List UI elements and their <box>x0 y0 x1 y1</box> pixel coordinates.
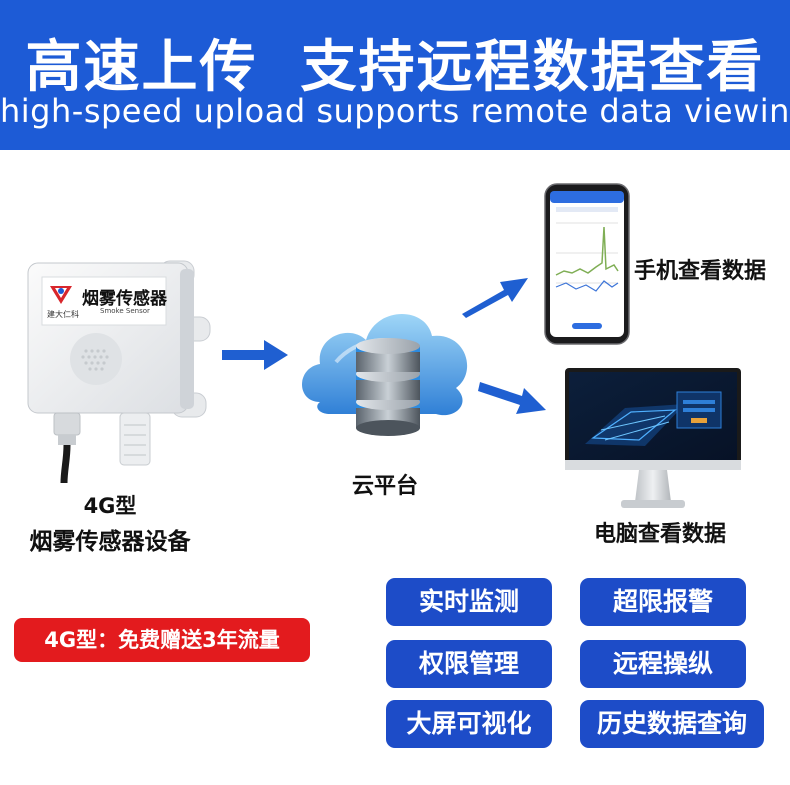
arrow-up-right-icon <box>462 278 528 318</box>
banner-title: 高速上传 支持远程数据查看 <box>25 35 765 100</box>
feature-big-screen-visualization: 大屏可视化 <box>386 700 552 748</box>
free-traffic-badge: 4G型：免费赠送3年流量 <box>14 618 310 662</box>
feature-permission-management: 权限管理 <box>386 640 552 688</box>
header-banner: 高速上传 支持远程数据查看 high-speed upload supports… <box>0 0 790 150</box>
desktop-computer-icon <box>565 368 741 508</box>
cloud-label: 云平台 <box>351 474 418 499</box>
feature-overlimit-alarm: 超限报警 <box>580 578 746 626</box>
feature-history-query: 历史数据查询 <box>580 700 764 748</box>
feature-remote-control: 远程操纵 <box>580 640 746 688</box>
smartphone-icon <box>544 183 630 345</box>
arrow-right-icon <box>222 340 288 370</box>
sensor-label-line1: 4G型 <box>83 494 137 518</box>
arrow-down-right-icon <box>478 382 546 414</box>
banner-subtitle: high-speed upload supports remote data v… <box>0 92 790 130</box>
device-name: 烟雾传感器 <box>82 289 167 309</box>
brand-logo <box>50 286 72 304</box>
brand-name: 建大仁科 <box>47 310 79 319</box>
computer-label: 电脑查看数据 <box>594 522 727 547</box>
cloud-database-icon <box>302 313 468 436</box>
sensor-label-line2: 烟雾传感器设备 <box>29 529 191 555</box>
smoke-sensor-device <box>27 260 211 484</box>
phone-label: 手机查看数据 <box>634 259 767 284</box>
device-name-en: Smoke Sensor <box>100 307 150 315</box>
feature-realtime-monitoring: 实时监测 <box>386 578 552 626</box>
